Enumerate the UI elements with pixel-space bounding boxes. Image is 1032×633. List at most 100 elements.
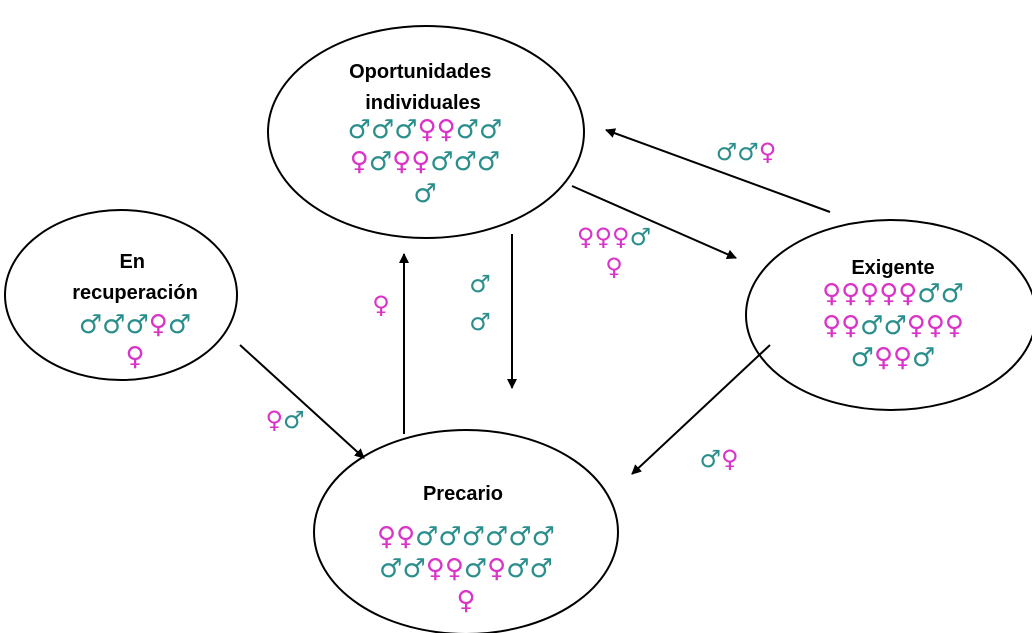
male-symbol-icon: ♂ — [941, 279, 964, 309]
male-symbol-icon: ♂ — [125, 310, 148, 340]
node-members-precario: ♀♀♂♂♂♂♂♂♂♂♀♀♂♀♂♂♀ — [377, 522, 555, 616]
male-symbol-icon: ♂ — [369, 147, 392, 177]
male-symbol-icon: ♂ — [912, 343, 935, 373]
female-symbol-icon: ♀ — [879, 279, 898, 309]
male-symbol-icon: ♂ — [851, 343, 874, 373]
male-symbol-icon: ♂ — [699, 445, 721, 473]
female-symbol-icon: ♀ — [926, 311, 945, 341]
edge-members-exigente-to-oportunidades: ♂♂♀ — [716, 138, 777, 166]
female-symbol-icon: ♀ — [874, 343, 893, 373]
female-symbol-icon: ♀ — [350, 147, 369, 177]
male-symbol-icon: ♂ — [479, 115, 502, 145]
node-name-oportunidades: Oportunidades individuales — [349, 61, 497, 114]
symbol-row: ♂ — [469, 270, 491, 298]
female-symbol-icon: ♀ — [860, 279, 879, 309]
male-symbol-icon: ♂ — [737, 138, 759, 166]
node-ellipse-oportunidades — [267, 25, 585, 239]
node-members-exigente: ♀♀♀♀♀♂♂♀♀♂♂♀♀♀♂♀♀♂ — [822, 279, 964, 373]
symbol-row: ♀♀♀♂ — [577, 223, 651, 251]
node-members-recuperacion: ♂♂♂♀♂♀ — [79, 310, 191, 372]
node-name-line: Precario — [423, 483, 503, 505]
male-symbol-icon: ♂ — [630, 223, 652, 251]
female-symbol-icon: ♀ — [396, 522, 415, 552]
arrow-exigente-to-oportunidades — [605, 128, 831, 213]
male-symbol-icon: ♂ — [508, 522, 531, 552]
symbol-row: ♂♂♂♀♀♂♂ — [348, 115, 503, 145]
symbol-row: ♂♀ — [699, 445, 738, 473]
female-symbol-icon: ♀ — [612, 223, 630, 251]
female-symbol-icon: ♀ — [822, 279, 841, 309]
edge-members-oportunidades-to-precario: ♂♂ — [469, 270, 491, 336]
female-symbol-icon: ♀ — [594, 223, 612, 251]
symbol-row: ♀ — [456, 586, 475, 616]
male-symbol-icon: ♂ — [371, 115, 394, 145]
male-symbol-icon: ♂ — [430, 147, 453, 177]
node-name-exigente: Exigente — [851, 257, 934, 279]
female-symbol-icon: ♀ — [841, 279, 860, 309]
edge-members-oportunidades-to-exigente: ♀♀♀♂♀ — [577, 223, 651, 281]
female-symbol-icon: ♀ — [456, 586, 475, 616]
node-name-line: En — [119, 251, 145, 273]
male-symbol-icon: ♂ — [283, 406, 305, 434]
male-symbol-icon: ♂ — [348, 115, 371, 145]
female-symbol-icon: ♀ — [125, 342, 144, 372]
female-symbol-icon: ♀ — [149, 310, 168, 340]
male-symbol-icon: ♂ — [402, 554, 425, 584]
node-name-recuperacion: En recuperación — [72, 251, 198, 304]
female-symbol-icon: ♀ — [437, 115, 456, 145]
symbol-row: ♀♀♂♂♀♀♀ — [822, 311, 964, 341]
male-symbol-icon: ♂ — [413, 179, 436, 209]
male-symbol-icon: ♂ — [469, 308, 491, 336]
male-symbol-icon: ♂ — [462, 522, 485, 552]
male-symbol-icon: ♂ — [415, 522, 438, 552]
female-symbol-icon: ♀ — [411, 147, 430, 177]
node-ellipse-precario — [313, 429, 619, 633]
female-symbol-icon: ♀ — [426, 554, 445, 584]
symbol-row: ♂ — [413, 179, 436, 209]
female-symbol-icon: ♀ — [372, 291, 390, 319]
symbol-row: ♂♂♂♀♂ — [79, 310, 191, 340]
female-symbol-icon: ♀ — [721, 445, 739, 473]
node-name-line: Exigente — [851, 257, 934, 279]
male-symbol-icon: ♂ — [438, 522, 461, 552]
male-symbol-icon: ♂ — [883, 311, 906, 341]
edge-members-precario-to-oportunidades: ♀ — [372, 291, 390, 319]
node-name-line: recuperación — [72, 282, 198, 304]
arrow-exigente-to-precario — [631, 344, 771, 475]
node-name-line: individuales — [365, 92, 481, 114]
male-symbol-icon: ♂ — [454, 147, 477, 177]
female-symbol-icon: ♀ — [893, 343, 912, 373]
male-symbol-icon: ♂ — [917, 279, 940, 309]
female-symbol-icon: ♀ — [265, 406, 283, 434]
symbol-row: ♀♀♂♂♂♂♂♂ — [377, 522, 555, 552]
male-symbol-icon: ♂ — [477, 147, 500, 177]
male-symbol-icon: ♂ — [394, 115, 417, 145]
male-symbol-icon: ♂ — [102, 310, 125, 340]
male-symbol-icon: ♂ — [464, 554, 487, 584]
node-ellipse-recuperacion — [4, 209, 238, 381]
node-name-precario: Precario — [423, 483, 503, 505]
female-symbol-icon: ♀ — [445, 554, 464, 584]
edge-members-recuperacion-to-precario: ♀♂ — [265, 406, 304, 434]
arrow-oportunidades-to-exigente — [571, 185, 737, 259]
female-symbol-icon: ♀ — [487, 554, 506, 584]
male-symbol-icon: ♂ — [716, 138, 738, 166]
female-symbol-icon: ♀ — [759, 138, 777, 166]
arrow-recuperacion-to-precario — [239, 344, 365, 459]
symbol-row: ♀♂♀♀♂♂♂ — [350, 147, 500, 177]
node-members-oportunidades: ♂♂♂♀♀♂♂♀♂♀♀♂♂♂♂ — [348, 115, 503, 209]
female-symbol-icon: ♀ — [377, 522, 396, 552]
male-symbol-icon: ♂ — [469, 270, 491, 298]
female-symbol-icon: ♀ — [907, 311, 926, 341]
symbol-row: ♂♂♀ — [716, 138, 777, 166]
male-symbol-icon: ♂ — [379, 554, 402, 584]
symbol-row: ♀ — [372, 291, 390, 319]
symbol-row: ♀♂ — [265, 406, 304, 434]
symbol-row: ♀ — [125, 342, 144, 372]
male-symbol-icon: ♂ — [860, 311, 883, 341]
node-name-line: Oportunidades — [349, 61, 491, 83]
female-symbol-icon: ♀ — [577, 223, 595, 251]
female-symbol-icon: ♀ — [945, 311, 964, 341]
female-symbol-icon: ♀ — [392, 147, 411, 177]
